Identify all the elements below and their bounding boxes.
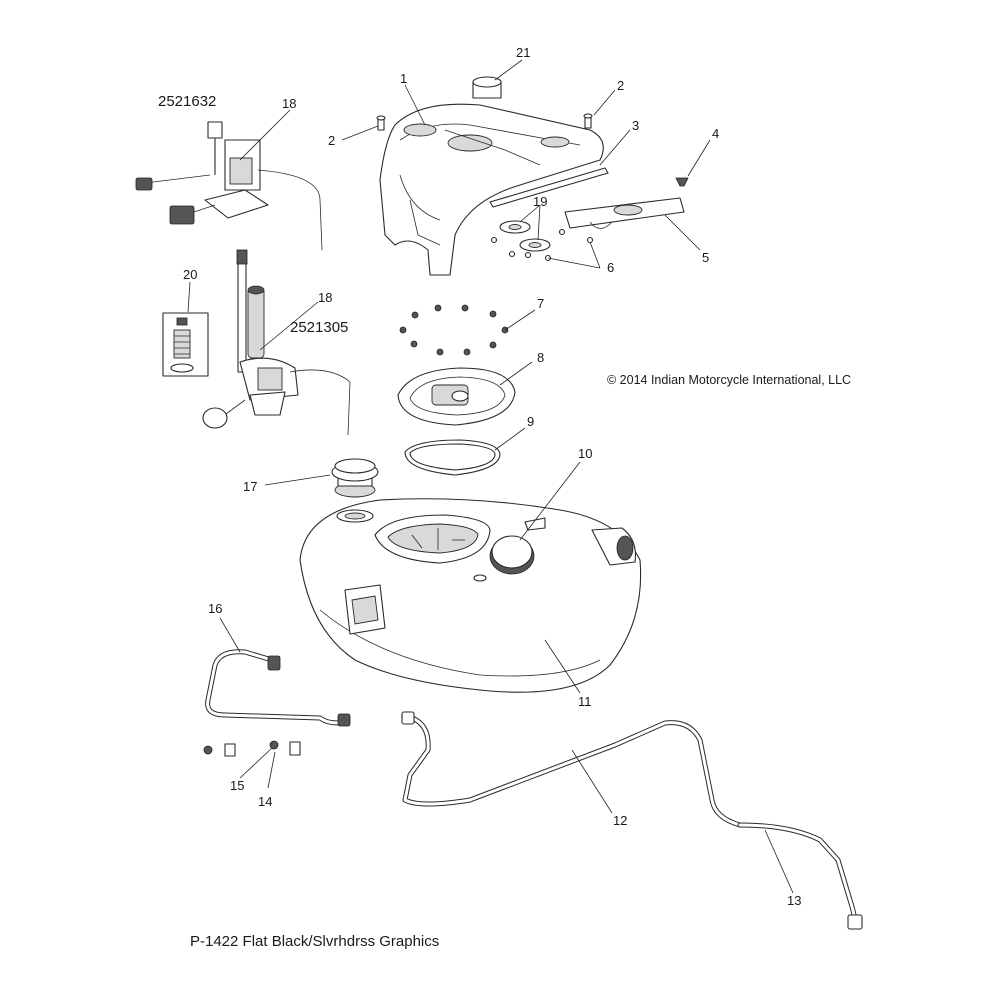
callout-15: 15 — [230, 778, 244, 793]
leader-lines — [187, 59, 794, 894]
part-4-screw — [675, 177, 689, 187]
callout-4: 4 — [712, 126, 719, 141]
callout-9: 9 — [527, 414, 534, 429]
part-17-fuel-cap — [331, 458, 379, 498]
callout-1: 1 — [400, 71, 407, 86]
callout-12: 12 — [613, 813, 627, 828]
part-18-fuel-pump-a — [135, 121, 323, 251]
part-19-grommets — [499, 220, 551, 252]
callout-7: 7 — [537, 296, 544, 311]
part-3-trim-strip — [489, 167, 609, 208]
callout-14: 14 — [258, 794, 272, 809]
callout-18-lower: 18 — [318, 290, 332, 305]
callout-17: 17 — [243, 479, 257, 494]
part-11-fuel-tank — [299, 498, 642, 693]
part-5-bracket-plate — [564, 197, 685, 229]
callout-11: 11 — [578, 694, 592, 709]
callout-16: 16 — [208, 601, 222, 616]
part-1-console-cover — [379, 103, 604, 276]
diagram-footer-caption: P-1422 Flat Black/Slvrhdrss Graphics — [190, 933, 439, 950]
part-15-fittings — [203, 743, 236, 757]
part-13-drain-hose — [737, 822, 863, 930]
part-6-screws — [490, 228, 594, 262]
part-16-vent-hose — [205, 649, 351, 727]
callout-19: 19 — [533, 194, 547, 209]
assembly-number-2521632: 2521632 — [158, 93, 216, 110]
callout-18-top: 18 — [282, 96, 296, 111]
part-2-screw-right — [583, 113, 593, 129]
part-9-gasket — [404, 439, 501, 476]
callout-3: 3 — [632, 118, 639, 133]
assembly-number-2521305: 2521305 — [290, 319, 348, 336]
callout-6: 6 — [607, 260, 614, 275]
callout-13: 13 — [787, 893, 801, 908]
part-18-fuel-pump-b — [202, 249, 351, 436]
copyright-notice: © 2014 Indian Motorcycle International, … — [607, 373, 851, 387]
callout-20: 20 — [183, 267, 197, 282]
callout-5: 5 — [702, 250, 709, 265]
part-10-fuel-gauge — [489, 535, 535, 575]
part-8-pump-plate — [397, 367, 516, 426]
part-12-fuel-hose — [401, 711, 743, 828]
callout-21: 21 — [516, 45, 530, 60]
callout-2-right: 2 — [617, 78, 624, 93]
part-20-filter-kit — [162, 312, 209, 377]
callout-10: 10 — [578, 446, 592, 461]
part-7-nuts — [399, 304, 509, 356]
callout-8: 8 — [537, 350, 544, 365]
callout-2-left: 2 — [328, 133, 335, 148]
part-14-fittings — [269, 740, 301, 756]
part-21-ring — [472, 76, 502, 99]
part-2-screw-left — [376, 115, 386, 131]
callout-labels: 1 2 2 3 4 5 6 7 8 9 10 11 12 13 14 15 16… — [183, 45, 801, 908]
